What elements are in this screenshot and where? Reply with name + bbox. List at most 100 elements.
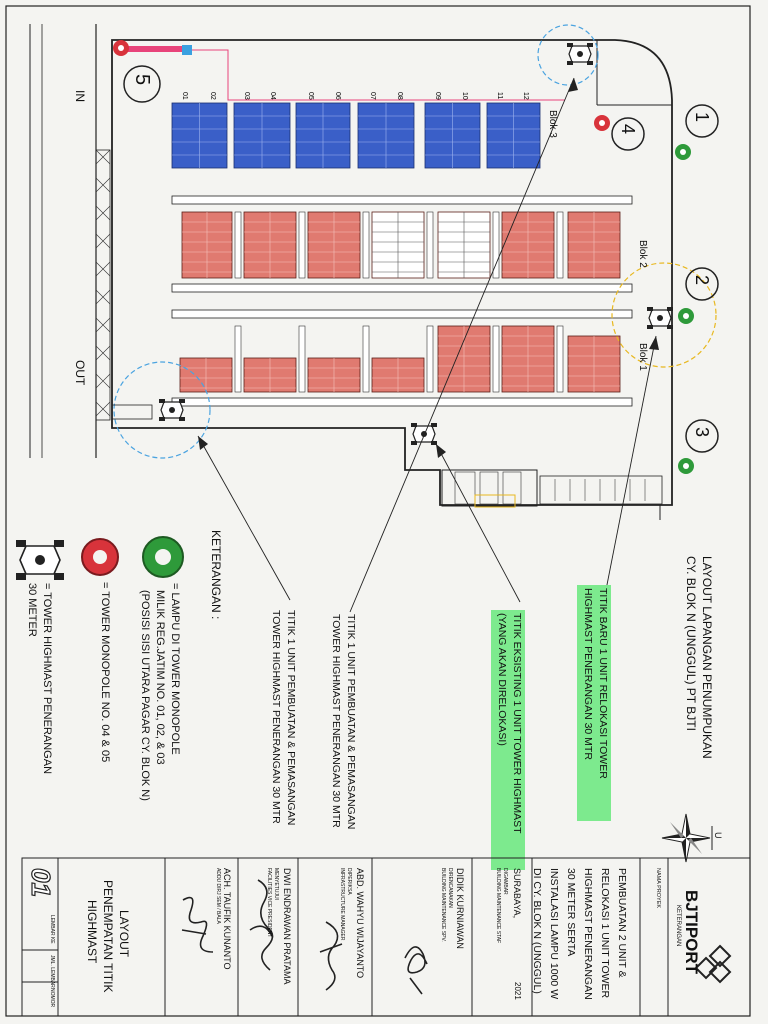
slot-number-label: 03 [243, 92, 250, 100]
drawn-by-name: DIDIK KURNIAWAN [455, 868, 465, 949]
highmast-tower-icon [567, 43, 593, 65]
empty-container-row [437, 211, 491, 279]
map-title-line-1: LAYOUT LAPANGAN PENUMPUKAN [700, 556, 714, 759]
point-circle [685, 419, 719, 453]
site-boundary [111, 39, 673, 506]
project-field-label: NAMA PROYEK [655, 868, 661, 909]
signature-dwi [249, 879, 274, 971]
legend-green-line-1: = LAMPU DI TOWER MONOPOLE [169, 583, 181, 755]
gate-post [111, 404, 153, 420]
project-line-6: DI CY. BLOK N (UNGGUL) [531, 868, 543, 994]
row-separator [492, 211, 500, 279]
blue-container-row [486, 102, 541, 169]
legend-green-line-3: (POSISI SISI UTARA PAGAR CY. BLOK N) [139, 590, 151, 801]
row-separator [234, 325, 242, 393]
red-container-row [243, 357, 297, 393]
drawing-title-line-2: PENEMPATAN TITIK [101, 880, 115, 993]
coverage-circle-bottom [113, 361, 211, 459]
green-lamp-marker [675, 144, 691, 160]
blok-3-label: Blok 3 [547, 110, 558, 138]
point-circle [123, 65, 161, 103]
annotation-new-a-line-2: TOWER HIGHMAST PENERANGAN 30 MTR [330, 614, 342, 828]
project-line-2: RELOKASI 1 UNIT TOWER [599, 868, 611, 999]
red-container-row [307, 357, 361, 393]
slot-number-label: 11 [496, 92, 503, 99]
sheet-label: LEMBAR KE [49, 915, 55, 944]
city-label: SURABAYA, [512, 868, 522, 919]
red-container-row [567, 211, 621, 279]
empty-container-row [371, 211, 425, 279]
drawing-title-line-1: LAYOUT [117, 910, 131, 958]
checked-by-name: DWI ENDRAWAN PRATAMA [282, 868, 292, 985]
planned-by-name: ABD. WAHYU WIJAYANTO [355, 868, 365, 979]
blok-1-label: Blok 1 [637, 343, 648, 371]
red-container-row [437, 325, 491, 393]
annotation-new-b-line-1: TITIK 1 UNIT PEMBUATAN & PEMASANGAN [285, 610, 297, 826]
slot-number-label: 04 [269, 92, 276, 100]
gate-in-label: IN [73, 90, 87, 102]
signature-ach [181, 896, 214, 953]
highmast-tower-icon [411, 423, 437, 445]
legend-highmast-tower-icon [16, 540, 64, 580]
slot-number-label: 05 [307, 92, 314, 100]
company-logo-subtext: KETERANGAN [675, 905, 681, 947]
approved-by-label: MENYETUJUI [273, 868, 279, 900]
point-5-number: 5 [131, 74, 153, 86]
coverage-circle-relocation [611, 262, 717, 368]
red-container-row [501, 325, 555, 393]
point-3-number: 3 [692, 427, 712, 438]
leader-lines [197, 77, 657, 613]
red-container-row [181, 211, 233, 279]
sheet-total-label: JML. LEMBAR [49, 955, 55, 988]
company-logo-text: BJTIPORT [682, 890, 701, 975]
slot-number-label: 08 [396, 92, 403, 100]
row-separator [298, 211, 306, 279]
blue-container-row [295, 102, 351, 169]
blue-container-row [233, 102, 291, 169]
green-lamp-marker [678, 308, 694, 324]
gate-out-label: OUT [73, 360, 87, 386]
approved-by-role-2: ADDU DIRJ SEM / BALA [215, 868, 221, 924]
legend-green-line-2: MILIK REG.JATIM NO. 01, 02, & 03 [154, 590, 166, 765]
checked-by-role: INFRASTRUCTURE MANAGER [339, 868, 345, 941]
slot-number-label: 01 [181, 92, 188, 100]
sheet-number: 01 [25, 867, 56, 897]
red-container-row [567, 335, 621, 393]
bjti-logo-mark [694, 944, 732, 984]
approved-by-role: FACILITIES VICE PRESIDENT [266, 868, 272, 938]
annotation-relocation-line-1: TITIK BARU 1 UNIT RELOKASI TOWER [597, 588, 609, 779]
row-separator [426, 211, 434, 279]
red-container-row [307, 211, 361, 279]
highlight-existing [491, 610, 525, 870]
compass-icon [661, 813, 711, 863]
highmast-tower-icon [647, 307, 673, 329]
red-container-row [243, 211, 297, 279]
map-title-line-2: CY. BLOK N (UNGGUL) PT BJTI [684, 556, 698, 731]
signature-wahyu [319, 921, 343, 991]
legend-red-line-1: = TOWER MONOPOLE NO. 04 & 05 [99, 582, 111, 763]
red-monopole-marker [594, 115, 610, 131]
row-separator [492, 325, 500, 393]
red-monopole-marker [113, 40, 129, 56]
power-line [126, 45, 565, 101]
access-road [29, 24, 111, 458]
point-4-number: 4 [618, 124, 638, 135]
green-lamp-marker [678, 458, 694, 474]
drawn-by-role: BUILDING MAINTENANCE STAF [495, 868, 501, 944]
slot-number-label: 12 [522, 92, 529, 100]
service-building [441, 469, 663, 508]
legend-green-lamp-icon [142, 536, 184, 578]
highmast-tower-icon [159, 399, 185, 421]
slot-number-label: 09 [434, 92, 441, 100]
row-separator [556, 325, 564, 393]
annotation-existing-line-1: TITIK EKSISTING 1 UNIT TOWER HIGHMAST [511, 613, 523, 834]
legend-tower-line-1: = TOWER HIGHMAST PENERANGAN [41, 583, 53, 775]
red-container-row [501, 211, 555, 279]
annotation-relocation-line-2: HIGHMAST PENERANGAN 30 MTR [582, 588, 594, 760]
point-circle [611, 117, 645, 151]
project-line-1: PEMBUATAN 2 UNIT & [616, 868, 628, 978]
aisle-strips [171, 195, 633, 407]
drawn-by-label: DIGAMBAR [502, 868, 508, 895]
slot-number-label: 07 [369, 92, 376, 100]
